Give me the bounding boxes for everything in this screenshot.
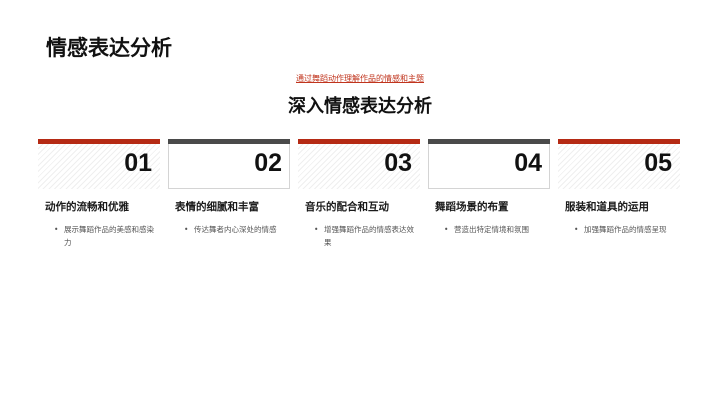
subtitle-link[interactable]: 通过舞蹈动作理解作品的情感和主题 — [296, 74, 424, 83]
column-01: 动作的流畅和优雅 展示舞蹈作品的美感和感染力 — [38, 199, 160, 249]
page-title: 情感表达分析 — [46, 36, 172, 60]
column-03: 音乐的配合和互动 增强舞蹈作品的情感表达效果 — [298, 199, 420, 249]
card-number: 04 — [514, 149, 542, 177]
card-number: 01 — [124, 149, 152, 177]
bullet-list: 传达舞者内心深处的情感 — [168, 223, 290, 236]
card-body — [38, 144, 160, 189]
column-04: 舞蹈场景的布置 营造出特定情境和氛围 — [428, 199, 550, 236]
card-01: 01 — [38, 139, 160, 189]
column-heading: 表情的细腻和丰富 — [175, 201, 259, 213]
card-05: 05 — [558, 139, 680, 189]
card-body — [558, 144, 680, 189]
bullet-item: 加强舞蹈作品的情感呈现 — [574, 223, 680, 236]
column-02: 表情的细腻和丰富 传达舞者内心深处的情感 — [168, 199, 290, 236]
column-05: 服装和道具的运用 加强舞蹈作品的情感呈现 — [558, 199, 680, 236]
bullet-item: 营造出特定情境和氛围 — [444, 223, 550, 236]
card-number: 05 — [644, 149, 672, 177]
column-heading: 动作的流畅和优雅 — [45, 201, 129, 213]
card-number: 02 — [254, 149, 282, 177]
card-body — [428, 144, 550, 189]
bullet-list: 营造出特定情境和氛围 — [428, 223, 550, 236]
card-number: 03 — [384, 149, 412, 177]
card-top-bar — [168, 139, 290, 144]
column-heading: 音乐的配合和互动 — [305, 201, 389, 213]
bullet-item: 增强舞蹈作品的情感表达效果 — [314, 223, 420, 249]
card-02: 02 — [168, 139, 290, 189]
card-top-bar — [38, 139, 160, 144]
card-top-bar — [558, 139, 680, 144]
column-heading: 服装和道具的运用 — [565, 201, 649, 213]
bullet-item: 展示舞蹈作品的美感和感染力 — [54, 223, 160, 249]
card-top-bar — [428, 139, 550, 144]
card-body — [298, 144, 420, 189]
bullet-list: 增强舞蹈作品的情感表达效果 — [298, 223, 420, 249]
card-top-bar — [298, 139, 420, 144]
bullet-item: 传达舞者内心深处的情感 — [184, 223, 290, 236]
column-heading: 舞蹈场景的布置 — [435, 201, 509, 213]
card-04: 04 — [428, 139, 550, 189]
number-cards: 01 02 03 04 05 — [38, 139, 682, 199]
card-03: 03 — [298, 139, 420, 189]
bullet-list: 加强舞蹈作品的情感呈现 — [558, 223, 680, 236]
section-title: 深入情感表达分析 — [288, 96, 432, 117]
bullet-list: 展示舞蹈作品的美感和感染力 — [38, 223, 160, 249]
card-body — [168, 144, 290, 189]
